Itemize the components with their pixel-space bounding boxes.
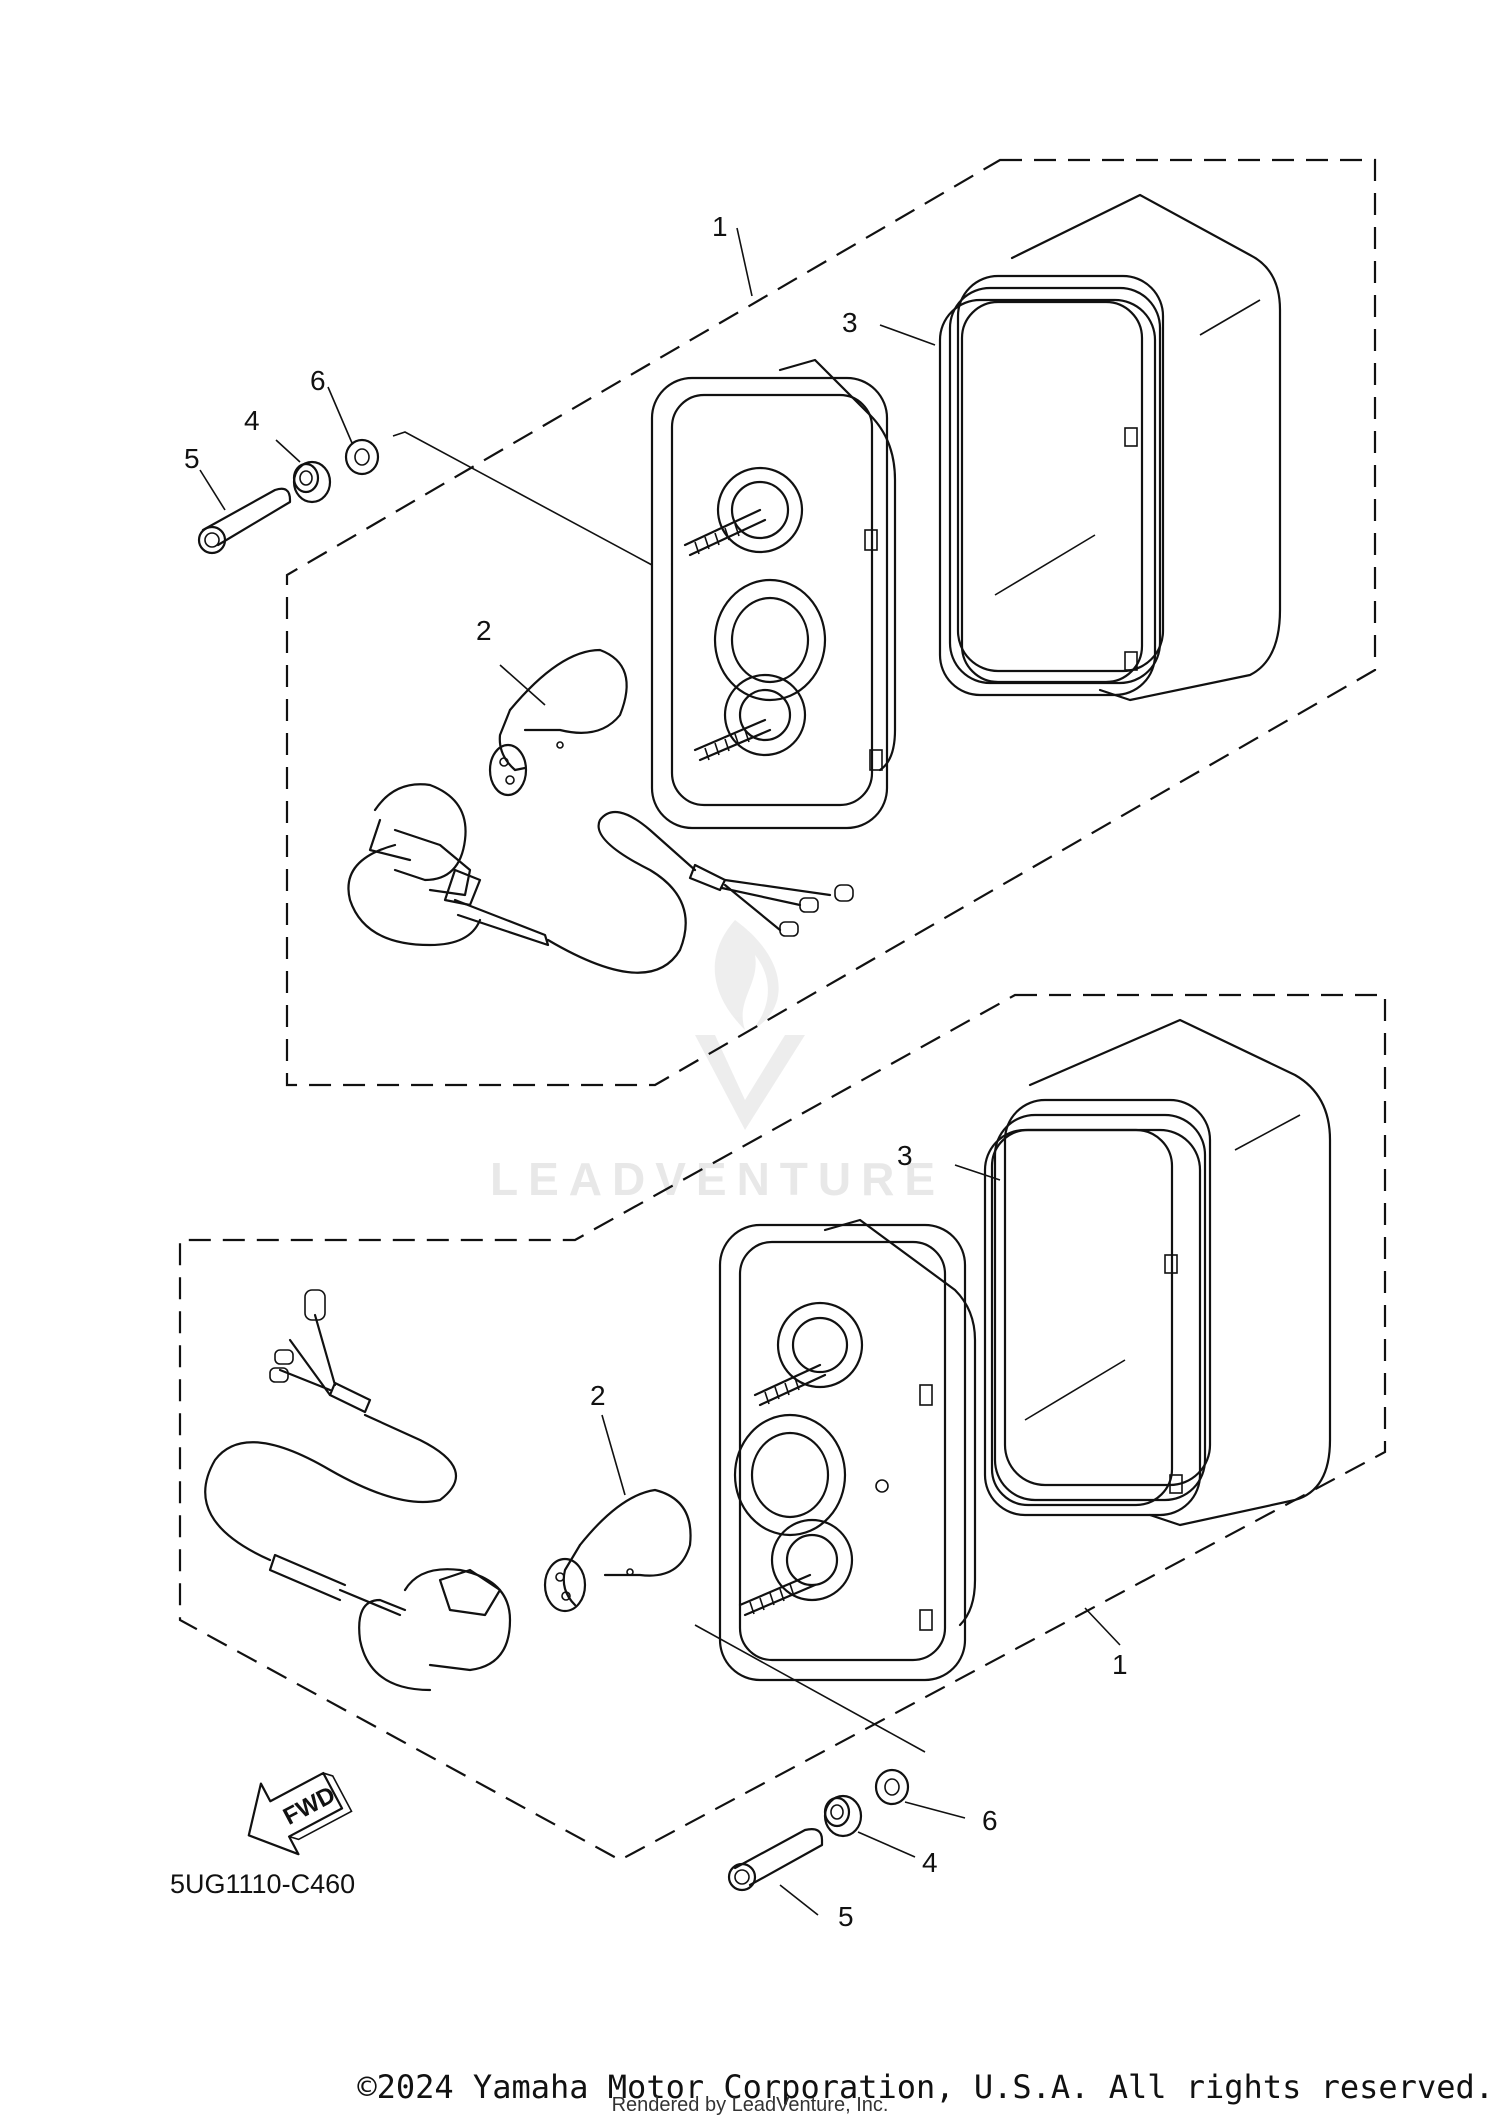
top-assembly: 1 2 3 4 5 6 bbox=[184, 158, 1377, 1087]
bottom-bulb bbox=[543, 1488, 692, 1613]
top-collar bbox=[197, 487, 292, 555]
bottom-assembly: 1 2 3 4 5 6 bbox=[178, 993, 1387, 1932]
bottom-callout-5: 5 bbox=[838, 1901, 854, 1932]
top-callout-4: 4 bbox=[244, 405, 260, 436]
top-callout-1: 1 bbox=[712, 211, 728, 242]
bottom-socket-harness bbox=[204, 1289, 512, 1692]
top-socket-harness bbox=[347, 783, 854, 974]
bottom-leader-stud bbox=[694, 1624, 926, 1753]
bottom-callout-6: 6 bbox=[982, 1805, 998, 1836]
watermark-text: LEADVENTURE bbox=[490, 1153, 945, 1205]
top-callout-3: 3 bbox=[842, 307, 858, 338]
watermark-logo bbox=[695, 920, 805, 1130]
top-callout-5: 5 bbox=[184, 443, 200, 474]
bottom-callout-2: 2 bbox=[590, 1380, 606, 1411]
top-bulb bbox=[488, 648, 628, 797]
bottom-callout-1: 1 bbox=[1112, 1649, 1128, 1680]
bottom-lens bbox=[983, 1018, 1332, 1527]
bottom-assembly-outline bbox=[178, 993, 1387, 1862]
top-leader-stud bbox=[392, 431, 653, 566]
rendered-by: Rendered by LeadVenture, Inc. bbox=[611, 2094, 889, 2116]
copyright-notice: ©2024 Yamaha Motor Corporation, U.S.A. A… bbox=[357, 2068, 1494, 2106]
bottom-callout-4: 4 bbox=[922, 1847, 938, 1878]
bottom-callout-3: 3 bbox=[897, 1140, 913, 1171]
top-callout-6: 6 bbox=[310, 365, 326, 396]
bottom-washer bbox=[874, 1768, 910, 1806]
diagram-code: 5UG1110-C460 bbox=[170, 1869, 355, 1899]
fwd-arrow-icon: FWD bbox=[247, 1771, 353, 1856]
top-housing bbox=[650, 358, 897, 830]
bottom-collar bbox=[727, 1828, 824, 1892]
top-callout-2: 2 bbox=[476, 615, 492, 646]
top-lens bbox=[938, 193, 1282, 702]
bottom-housing bbox=[718, 1218, 977, 1682]
top-nut bbox=[292, 460, 332, 504]
bottom-nut bbox=[823, 1794, 863, 1838]
fwd-label: FWD bbox=[279, 1781, 340, 1830]
top-assembly-outline bbox=[285, 158, 1377, 1087]
top-washer bbox=[344, 438, 380, 476]
